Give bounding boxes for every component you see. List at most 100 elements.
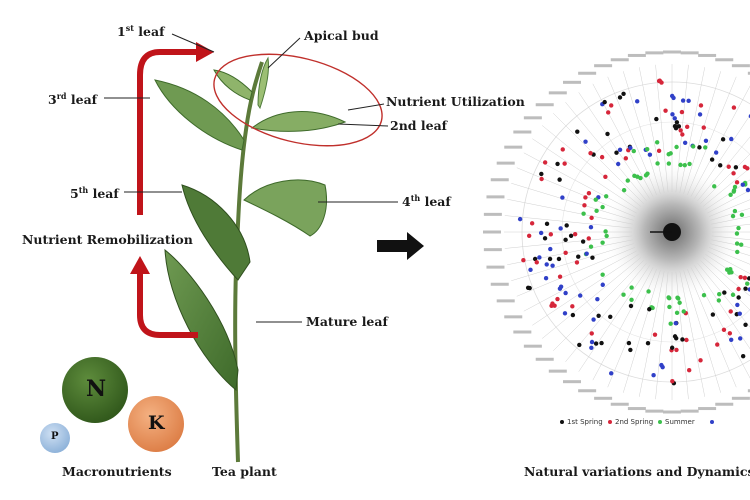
radial-dot bbox=[651, 372, 656, 378]
radial-dot bbox=[555, 161, 560, 167]
mature-leaf-label: Mature leaf bbox=[306, 314, 388, 329]
radial-tick-label-mark bbox=[578, 71, 597, 75]
radial-tick-label-mark bbox=[496, 299, 515, 303]
radial-dot bbox=[539, 171, 544, 177]
radial-tick-label-mark bbox=[715, 58, 734, 62]
radial-dot bbox=[701, 293, 707, 298]
radial-dot bbox=[602, 99, 607, 105]
radial-dot bbox=[537, 255, 542, 260]
radial-dot bbox=[733, 165, 739, 170]
radial-tick-label-mark bbox=[731, 396, 750, 400]
radial-dot bbox=[727, 331, 733, 336]
radial-dot bbox=[740, 353, 746, 359]
radial-spoke bbox=[711, 235, 750, 240]
radial-dot bbox=[646, 289, 651, 294]
radial-dot bbox=[626, 340, 632, 346]
radial-dot bbox=[558, 226, 563, 231]
radial-tick-label-mark bbox=[698, 53, 717, 57]
radial-spoke bbox=[622, 270, 661, 393]
radial-dot bbox=[544, 262, 549, 267]
radial-spoke bbox=[708, 199, 750, 217]
arrow-right-icon bbox=[377, 232, 424, 260]
radial-dot bbox=[570, 304, 575, 309]
radial-dot bbox=[728, 309, 733, 314]
radial-dot bbox=[538, 230, 544, 236]
radial-dot bbox=[589, 339, 595, 345]
radial-spoke bbox=[592, 267, 654, 381]
radial-dot bbox=[730, 213, 736, 219]
legend: 1st Spring 2nd Spring Summer bbox=[560, 418, 750, 432]
radial-dot bbox=[588, 150, 593, 156]
radial-spoke bbox=[687, 76, 737, 196]
radial-dot bbox=[608, 314, 613, 319]
radial-dot bbox=[715, 342, 720, 347]
radial-dot bbox=[584, 251, 589, 256]
radial-spoke bbox=[707, 250, 750, 274]
radial-dot bbox=[678, 128, 683, 133]
radial-dot bbox=[712, 184, 717, 189]
radial-spoke bbox=[607, 268, 657, 388]
apical-bud-label: Apical bud bbox=[304, 28, 379, 43]
radial-dot bbox=[542, 160, 548, 165]
radial-dot bbox=[738, 336, 743, 341]
caption-label: Natural variations and Dynamics o bbox=[524, 464, 750, 479]
radial-dot bbox=[731, 189, 736, 194]
radial-spoke bbox=[700, 153, 750, 204]
radial-dot bbox=[675, 295, 680, 300]
radial-dot bbox=[615, 161, 621, 167]
radial-dot bbox=[544, 221, 550, 227]
radial-dot bbox=[609, 103, 614, 108]
arrow-head-up bbox=[130, 256, 150, 274]
radial-dot bbox=[603, 194, 609, 199]
radial-dot bbox=[600, 240, 605, 245]
n-circle bbox=[62, 357, 128, 423]
radial-dot bbox=[671, 95, 676, 101]
radial-dot bbox=[588, 244, 594, 249]
nutrient-utilization-ellipse bbox=[213, 53, 383, 147]
radial-spoke bbox=[707, 190, 750, 214]
radial-dot bbox=[617, 95, 623, 100]
radial-dot bbox=[721, 327, 727, 333]
radial-dot bbox=[650, 305, 655, 311]
radial-dot bbox=[594, 208, 599, 214]
p-circle bbox=[40, 423, 70, 453]
remobilization-arrows bbox=[130, 42, 214, 338]
radial-dot bbox=[691, 144, 696, 149]
radial-dot bbox=[589, 331, 594, 336]
radial-dot bbox=[563, 290, 568, 296]
radial-tick-label-mark bbox=[578, 389, 597, 393]
radial-dot bbox=[645, 341, 651, 346]
radial-dot bbox=[582, 203, 587, 208]
radial-dot bbox=[621, 187, 627, 193]
radial-spoke bbox=[710, 243, 750, 256]
radial-dot bbox=[735, 249, 740, 255]
radial-dot bbox=[557, 274, 563, 279]
radial-dot bbox=[609, 371, 614, 376]
radial-dot bbox=[722, 290, 727, 295]
radial-dot bbox=[673, 321, 678, 326]
radial-spoke bbox=[553, 113, 644, 204]
radial-spoke bbox=[702, 257, 750, 297]
radial-dot bbox=[730, 292, 736, 297]
radial-dot bbox=[731, 105, 737, 110]
radial-dot bbox=[729, 337, 734, 342]
radial-dot bbox=[621, 91, 626, 96]
radial-dot bbox=[680, 98, 686, 103]
radial-dot bbox=[735, 302, 740, 308]
legend-item-3: Summer bbox=[658, 418, 695, 426]
radial-spoke bbox=[711, 216, 750, 225]
radial-spoke bbox=[541, 125, 642, 207]
radial-dot bbox=[606, 110, 611, 115]
radial-dot bbox=[680, 132, 685, 137]
radial-tick-label-mark bbox=[747, 71, 750, 75]
radial-dot bbox=[732, 208, 738, 214]
k-circle bbox=[128, 396, 184, 452]
radial-tick-label-mark bbox=[747, 389, 750, 393]
leaf-5-shape bbox=[181, 184, 251, 281]
radial-dot bbox=[654, 140, 660, 145]
radial-dot bbox=[674, 310, 680, 316]
radial-dot bbox=[583, 139, 588, 144]
radial-spoke bbox=[700, 260, 750, 311]
radial-dot bbox=[742, 275, 748, 281]
radial-dot bbox=[635, 99, 640, 104]
